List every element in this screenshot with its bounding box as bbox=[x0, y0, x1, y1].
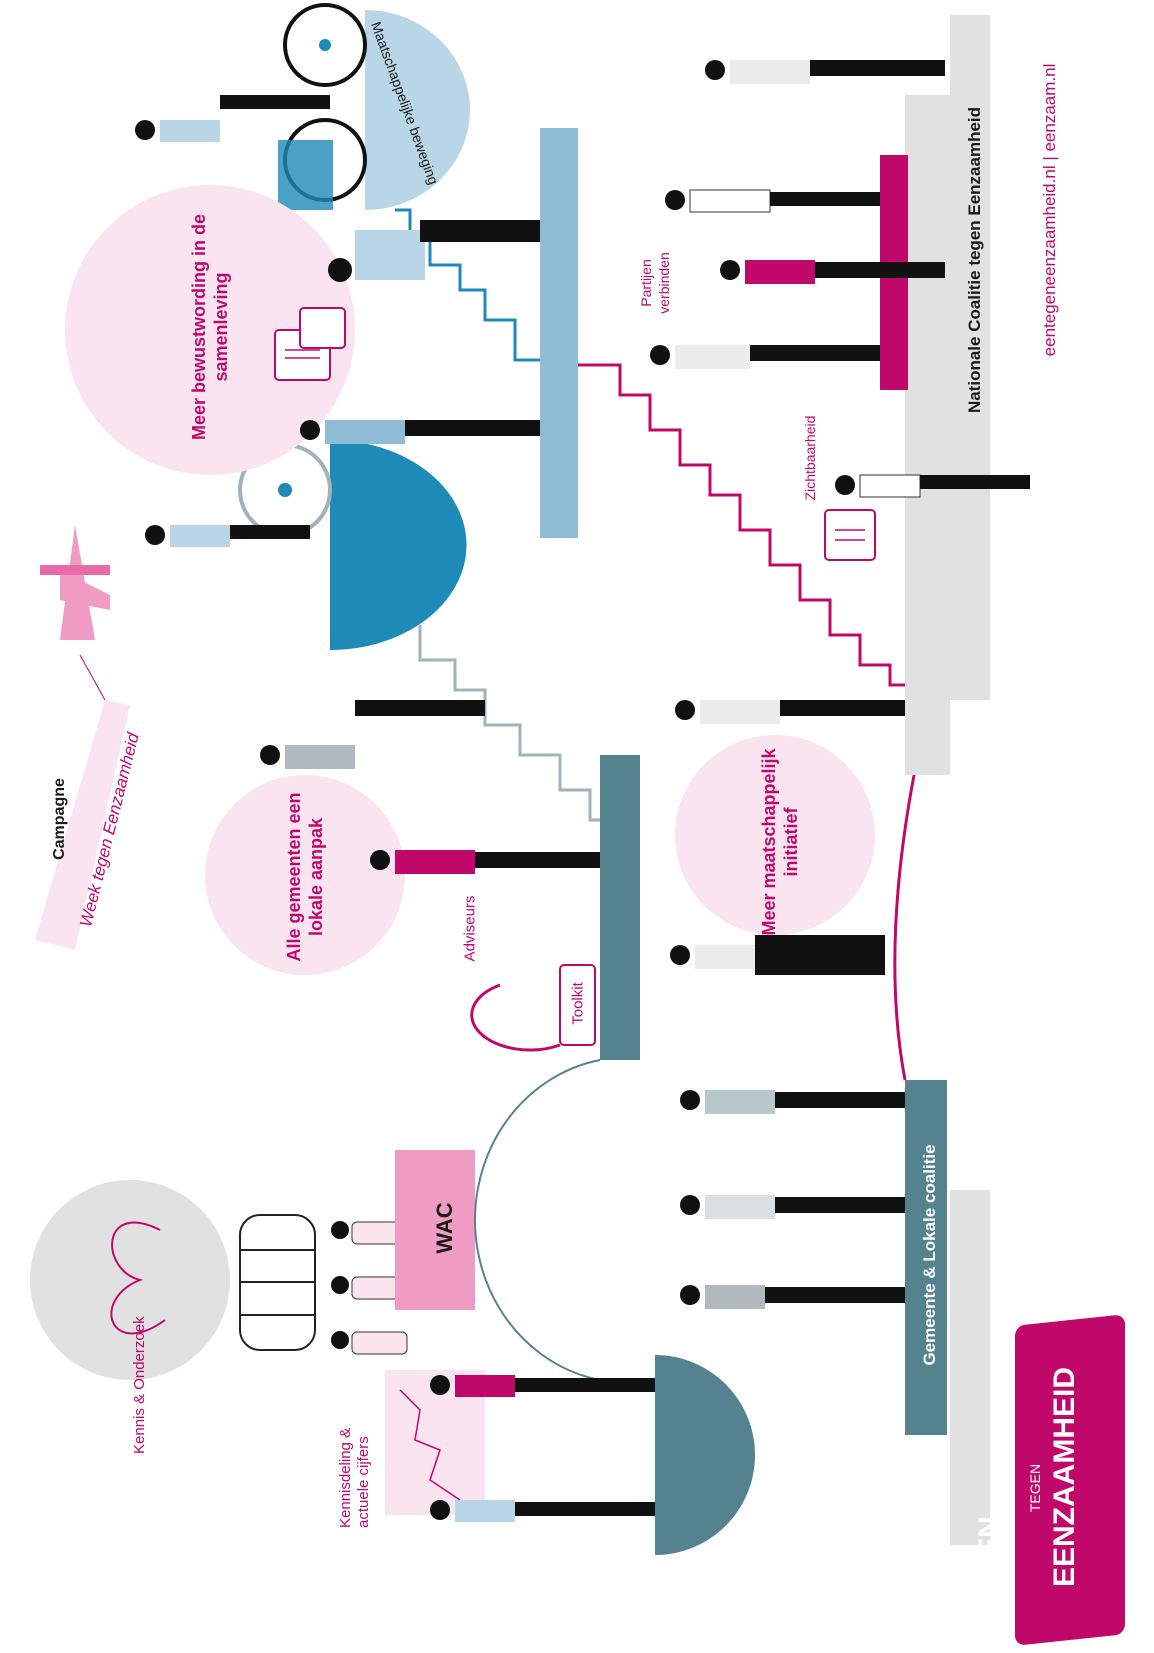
websites-label: eentegeneenzaamheid.nl | eenzaam.nl bbox=[1040, 63, 1059, 357]
campaign-banner bbox=[35, 700, 130, 950]
nationale-coalitie-label: Nationale Coalitie tegen Eenzaamheid bbox=[965, 106, 984, 414]
kennis-onderzoek-label: Kennis & Onderzoek bbox=[131, 1316, 148, 1454]
message-icon bbox=[824, 509, 876, 561]
partijen-label: Partijen verbinden bbox=[638, 252, 672, 314]
kennisdeling-label: Kennisdeling & actuele cijfers bbox=[337, 1427, 372, 1528]
bewustwording-circle bbox=[65, 185, 355, 475]
teal-semicircle bbox=[655, 1355, 755, 1555]
adviseurs-platform bbox=[600, 755, 640, 1060]
alle-gemeenten-label: Alle gemeenten een lokale aanpak bbox=[284, 792, 326, 962]
blue-semicircle bbox=[330, 440, 467, 650]
logo-tegen: TEGEN bbox=[1027, 1463, 1043, 1513]
logo: EEN TEGEN EENZAAMHEID bbox=[973, 1314, 1140, 1646]
initiatief-circle bbox=[675, 735, 875, 935]
gemeenten-circle bbox=[205, 775, 405, 975]
bewustwording-platform bbox=[540, 128, 578, 538]
campagne-label: Campagne bbox=[51, 778, 68, 860]
wac-label: WAC bbox=[432, 1202, 457, 1254]
logo-een: EEN bbox=[973, 1516, 1006, 1578]
meer-bewustwording-label: Meer bewustwording in de samenleving bbox=[189, 213, 231, 441]
lightbulb-icon bbox=[30, 1180, 316, 1380]
meer-initiatief-label: Meer maatschappelijk initiatief bbox=[759, 748, 801, 936]
grey-stairs bbox=[418, 625, 600, 822]
wac-box bbox=[395, 1150, 475, 1310]
chat-bubble-icon bbox=[274, 307, 346, 381]
gemeente-lokale-label: Gemeente & Lokale coalitie bbox=[920, 1144, 939, 1366]
magenta-stairs bbox=[578, 363, 905, 687]
wac-people bbox=[331, 1221, 408, 1355]
people-figures bbox=[135, 60, 1030, 1522]
toolkit-label: Toolkit bbox=[569, 982, 587, 1025]
beweging-semicircle bbox=[365, 10, 470, 210]
nationale-platform bbox=[905, 95, 950, 775]
logo-eenzaamheid: EENZAAMHEID bbox=[1048, 1367, 1081, 1588]
zichtbaarheid-label: Zichtbaarheid bbox=[802, 415, 818, 501]
connector-arc bbox=[474, 1059, 656, 1384]
adviseurs-label: Adviseurs bbox=[461, 895, 479, 962]
airplane-icon bbox=[40, 525, 110, 640]
gemeente-platform bbox=[905, 1080, 947, 1435]
toolkit-icon bbox=[470, 964, 596, 1052]
